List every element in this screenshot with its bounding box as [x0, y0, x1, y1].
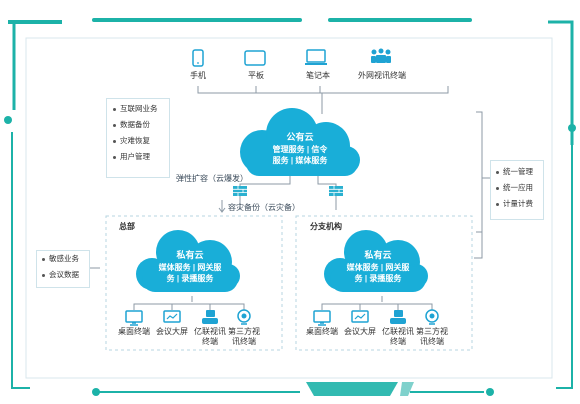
branch-region [295, 215, 473, 351]
route-hq-arrow [218, 200, 226, 213]
branch-title: 分支机构 [310, 222, 342, 231]
conference-screen-icon [163, 310, 181, 323]
hq-device-label-third-party-2: 讯终端 [232, 337, 256, 346]
desktop-terminal-icon [313, 310, 331, 326]
public-cloud-shape [240, 108, 360, 176]
device-label-tablet: 平板 [248, 71, 264, 80]
sensitive-services-box: 敏感业务 会议数据 [36, 250, 90, 288]
hq-device-bus [133, 296, 245, 310]
list-item: 互联网业务 [111, 101, 169, 117]
list-item: 计量计费 [494, 196, 543, 212]
bottom-tab-left [306, 382, 398, 396]
branch-device-label-third-party-2: 讯终端 [420, 337, 444, 346]
branch-cloud-line1: 媒体服务 | 网关服 [346, 263, 410, 272]
yealink-terminal-icon [390, 310, 406, 324]
device-label-phone: 手机 [190, 71, 206, 80]
elastic-scaling-label: 弹性扩容（云爆发） [176, 174, 248, 183]
public-cloud-title: 公有云 [286, 132, 314, 142]
frame-dot-bottom-left [92, 388, 100, 396]
hq-cloud-line1: 媒体服务 | 网关服 [158, 263, 222, 272]
hq-device-label-third-party: 第三方视 [228, 327, 260, 336]
hq-cloud-title: 私有云 [176, 250, 204, 260]
third-party-terminal-icon [237, 309, 251, 325]
frame-dot-bottom-right [486, 388, 494, 396]
outer-frame-right-lower [556, 138, 573, 389]
list-item: 统一管理 [494, 164, 543, 180]
device-label-laptop: 笔记本 [306, 71, 330, 80]
conference-screen-icon [351, 310, 369, 323]
headquarters-title: 总部 [119, 222, 135, 231]
list-item: 敏感业务 [40, 251, 89, 267]
device-label-video-terminal: 外网视讯终端 [358, 71, 406, 80]
smartphone-icon [192, 49, 204, 67]
third-party-terminal-icon [425, 309, 439, 325]
hq-device-label-yealink: 亿联视讯 [194, 327, 226, 336]
branch-device-label-yealink-2: 终端 [390, 337, 406, 346]
yealink-terminal-icon [202, 310, 218, 324]
video-terminal-icon [371, 48, 391, 63]
firewall-icon [329, 186, 343, 196]
private-cloud-hq-shape [136, 230, 240, 292]
branch-cloud-line2: 务 | 录播服务 [354, 274, 402, 283]
left-services-box: 互联网业务 数据备份 灾难恢复 用户管理 [106, 98, 170, 178]
list-item: 数据备份 [111, 117, 169, 133]
list-item: 用户管理 [111, 149, 169, 165]
list-item: 灾难恢复 [111, 133, 169, 149]
firewall-icon [233, 186, 247, 196]
hq-device-label-yealink-2: 终端 [202, 337, 218, 346]
right-branch-link [474, 232, 483, 259]
right-services-box: 统一管理 统一应用 计量计费 [490, 160, 544, 220]
branch-device-label-desktop: 桌面终端 [306, 327, 338, 336]
hq-device-label-desktop: 桌面终端 [118, 327, 150, 336]
disaster-backup-label: 容灾备份（云灾备） [228, 203, 300, 212]
right-bracket [476, 111, 483, 233]
branch-device-label-yealink: 亿联视讯 [382, 327, 414, 336]
list-item: 会议数据 [40, 267, 89, 283]
hq-cloud-line2: 务 | 录播服务 [166, 274, 214, 283]
inner-frame [25, 37, 553, 379]
public-cloud-line2: 服务 | 媒体服务 [272, 156, 328, 165]
desktop-terminal-icon [125, 310, 143, 326]
branch-device-bus [321, 296, 433, 310]
branch-cloud-title: 私有云 [364, 250, 392, 260]
branch-device-label-screen: 会议大屏 [344, 327, 376, 336]
tablet-icon [244, 50, 266, 66]
outer-frame-right [548, 20, 574, 145]
public-cloud-line1: 管理服务 | 信令 [272, 145, 328, 154]
frame-dot-right [568, 124, 576, 132]
branch-device-label-third-party: 第三方视 [416, 327, 448, 336]
laptop-icon [305, 49, 327, 65]
top-device-bus [197, 86, 449, 114]
outer-frame-left-lower [11, 132, 30, 389]
private-cloud-branch-shape [324, 230, 428, 292]
hq-region [105, 215, 283, 351]
bottom-tab-right [400, 382, 414, 396]
frame-dot-left [4, 116, 12, 124]
hq-device-label-screen: 会议大屏 [156, 327, 188, 336]
list-item: 统一应用 [494, 180, 543, 196]
